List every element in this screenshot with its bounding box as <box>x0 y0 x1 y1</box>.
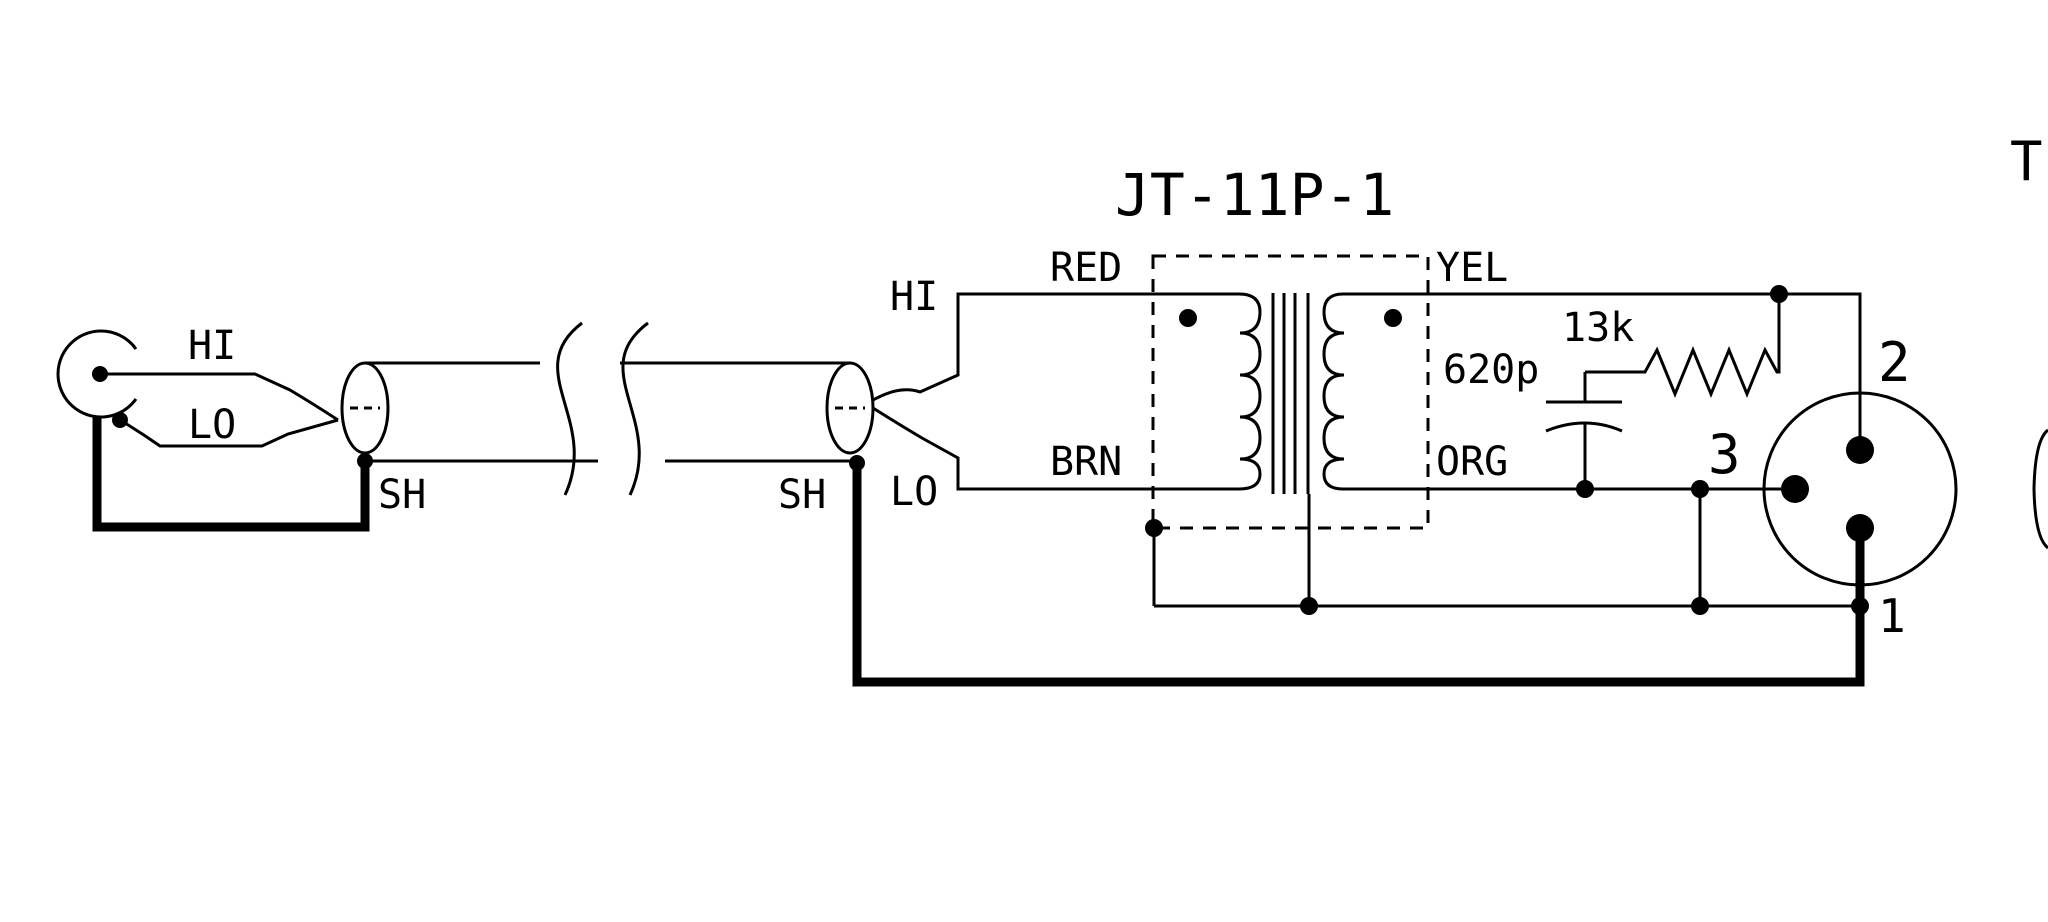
pin-brn-label: BRN <box>1050 439 1122 485</box>
shielded-cable <box>340 321 875 496</box>
rca-hi-label: HI <box>188 323 236 369</box>
rca-twisted-leads <box>100 372 339 448</box>
input-lo-label: LO <box>890 469 938 515</box>
ground-bus <box>1152 489 1860 608</box>
transformer <box>1070 254 1718 530</box>
junction-dots <box>1145 285 1869 615</box>
resistor-value-label: 13k <box>1562 305 1634 351</box>
resistor-13k <box>1585 294 1781 398</box>
xlr-pin-1-label: 1 <box>1878 589 1906 643</box>
input-hi-label: HI <box>890 274 938 320</box>
pin-org-label: ORG <box>1436 439 1508 485</box>
sh-right-label: SH <box>778 472 826 518</box>
xlr-pin-3-label: 3 <box>1708 423 1741 486</box>
cable-output-leads <box>872 292 1070 491</box>
xlr-pin-2-label: 2 <box>1878 331 1911 394</box>
sh-left-label: SH <box>378 472 426 518</box>
edge-fragment-label: T <box>2010 130 2043 193</box>
rca-jack <box>56 329 138 428</box>
shield-ground-wire <box>852 458 1865 687</box>
rca-lo-label: LO <box>188 402 236 448</box>
capacitor-value-label: 620p <box>1443 347 1539 393</box>
rca-ground-wire <box>92 415 370 532</box>
capacitor-620p <box>1545 372 1623 489</box>
pin-yel-label: YEL <box>1436 245 1508 291</box>
pin-red-label: RED <box>1050 245 1122 291</box>
partial-connector-right <box>2032 428 2048 550</box>
secondary-top-rail <box>1585 292 1862 450</box>
xlr-connector <box>1718 391 1958 611</box>
transformer-part-label: JT-11P-1 <box>1115 161 1394 229</box>
